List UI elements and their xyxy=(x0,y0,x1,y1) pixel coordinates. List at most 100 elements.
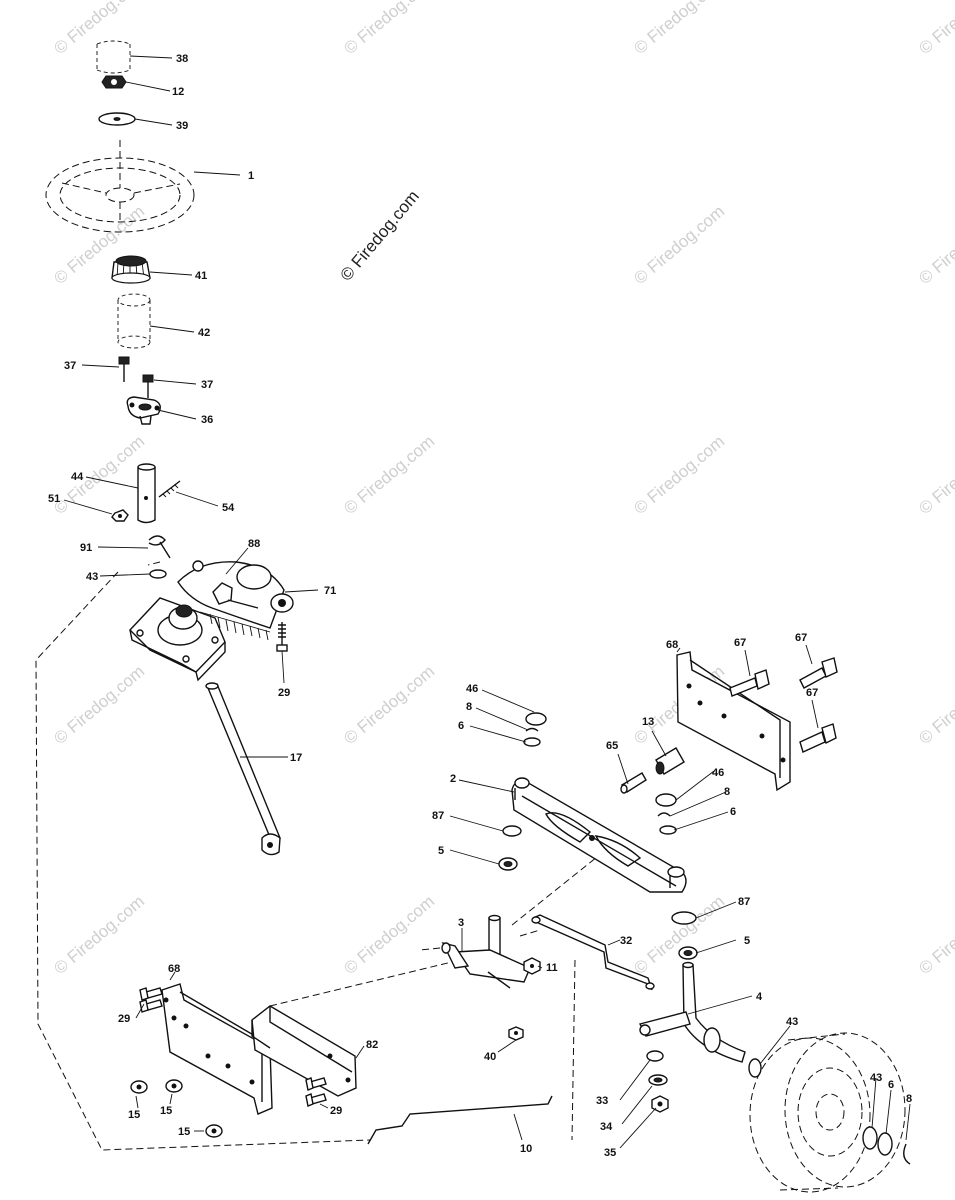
lock-nut xyxy=(508,1026,524,1041)
axle-washer xyxy=(523,737,541,747)
carriage-bolt xyxy=(799,657,838,689)
callout-15: 15 xyxy=(178,1126,190,1138)
steering-wheel xyxy=(45,140,195,233)
callout-54: 54 xyxy=(222,502,235,514)
front-axle-group xyxy=(441,651,911,1193)
steering-cap xyxy=(96,40,131,74)
bolt xyxy=(139,987,163,1001)
callout-12: 12 xyxy=(172,86,184,98)
callout-44: 44 xyxy=(71,471,84,483)
callout-88: 88 xyxy=(248,538,260,550)
watermark: © Firedog.com xyxy=(915,432,955,518)
steering-column-group xyxy=(45,40,294,856)
callout-68: 68 xyxy=(168,963,180,975)
castle-nut-hole xyxy=(657,1101,663,1107)
axle-cap xyxy=(525,712,547,726)
callout-5: 5 xyxy=(438,845,444,857)
drag-link xyxy=(205,682,281,856)
watermark: © Firedog.com xyxy=(340,892,438,978)
spline-adapter xyxy=(111,255,151,284)
watermark: © Firedog.com xyxy=(915,892,955,978)
callout-35: 35 xyxy=(604,1147,616,1159)
carriage-bolt xyxy=(799,723,837,753)
thrust-washer xyxy=(502,825,522,837)
roll-pin xyxy=(158,480,181,498)
callout-15: 15 xyxy=(128,1109,140,1121)
callout-68: 68 xyxy=(666,639,678,651)
wheel-washer xyxy=(748,1058,762,1078)
center-watermark: © Firedog.com xyxy=(337,187,423,285)
callout-4: 4 xyxy=(756,991,763,1003)
bushing-flange xyxy=(126,396,161,425)
front-wheel xyxy=(749,1032,906,1193)
callout-6: 6 xyxy=(730,806,736,818)
callout-43: 43 xyxy=(86,571,98,583)
callout-67: 67 xyxy=(806,687,818,699)
tie-rod xyxy=(531,914,655,991)
bushing-hole xyxy=(503,861,513,867)
nut-hole xyxy=(111,79,117,85)
callout-6: 6 xyxy=(888,1079,894,1091)
column-sleeve xyxy=(117,293,151,349)
frame-bracket-group xyxy=(130,983,553,1145)
retaining-ring xyxy=(657,812,671,817)
callout-39: 39 xyxy=(176,120,188,132)
callout-29: 29 xyxy=(118,1013,130,1025)
assembly-outline xyxy=(35,561,613,1151)
callout-29: 29 xyxy=(330,1105,342,1117)
spring-clip xyxy=(148,535,171,559)
callout-42: 42 xyxy=(198,327,210,339)
callout-43: 43 xyxy=(870,1072,882,1084)
callout-87: 87 xyxy=(738,896,750,908)
watermark: © Firedog.com xyxy=(50,892,148,978)
callout-67: 67 xyxy=(734,637,746,649)
watermark: © Firedog.com xyxy=(915,202,955,288)
callout-34: 34 xyxy=(600,1121,613,1133)
callout-82: 82 xyxy=(366,1039,378,1051)
spring-washer-hole xyxy=(653,1077,663,1083)
flat-washer xyxy=(149,569,167,579)
callout-10: 10 xyxy=(520,1143,532,1155)
callout-71: 71 xyxy=(324,585,336,597)
callout-36: 36 xyxy=(201,414,213,426)
bolt xyxy=(305,1093,327,1107)
drag-rod xyxy=(367,1095,553,1145)
callout-29: 29 xyxy=(278,687,290,699)
callout-38: 38 xyxy=(176,53,188,65)
bolt xyxy=(305,1077,327,1091)
watermark: © Firedog.com xyxy=(630,892,728,978)
bolt xyxy=(276,622,288,652)
callout-46: 46 xyxy=(712,767,724,779)
hex-nut xyxy=(523,957,541,975)
axle-washer xyxy=(659,825,677,835)
watermark: © Firedog.com xyxy=(50,432,148,518)
callout-91: 91 xyxy=(80,542,92,554)
callout-37: 37 xyxy=(64,360,76,372)
flange-nut xyxy=(130,1080,148,1094)
callout-13: 13 xyxy=(642,716,654,728)
watermark: © Firedog.com xyxy=(630,432,728,518)
callout-15: 15 xyxy=(160,1105,172,1117)
callout-17: 17 xyxy=(290,752,302,764)
callout-41: 41 xyxy=(195,270,207,282)
pivot-bracket xyxy=(251,1005,357,1097)
callout-67: 67 xyxy=(795,632,807,644)
left-spindle xyxy=(441,914,531,989)
wheel-spacer xyxy=(877,1132,893,1156)
frame-bracket xyxy=(161,983,273,1115)
front-axle xyxy=(511,777,687,893)
steering-shaft xyxy=(137,463,156,524)
callout-8: 8 xyxy=(466,701,472,713)
watermark: © Firedog.com xyxy=(50,0,148,58)
callout-8: 8 xyxy=(906,1093,912,1105)
axle-cap xyxy=(655,793,677,807)
flange-nut xyxy=(165,1079,183,1093)
callout-65: 65 xyxy=(606,740,618,752)
callout-11: 11 xyxy=(546,962,558,974)
watermark: © Firedog.com xyxy=(915,662,955,748)
watermark: © Firedog.com xyxy=(340,432,438,518)
watermark: © Firedog.com xyxy=(50,662,148,748)
callout-5: 5 xyxy=(744,935,750,947)
callout-32: 32 xyxy=(620,935,632,947)
